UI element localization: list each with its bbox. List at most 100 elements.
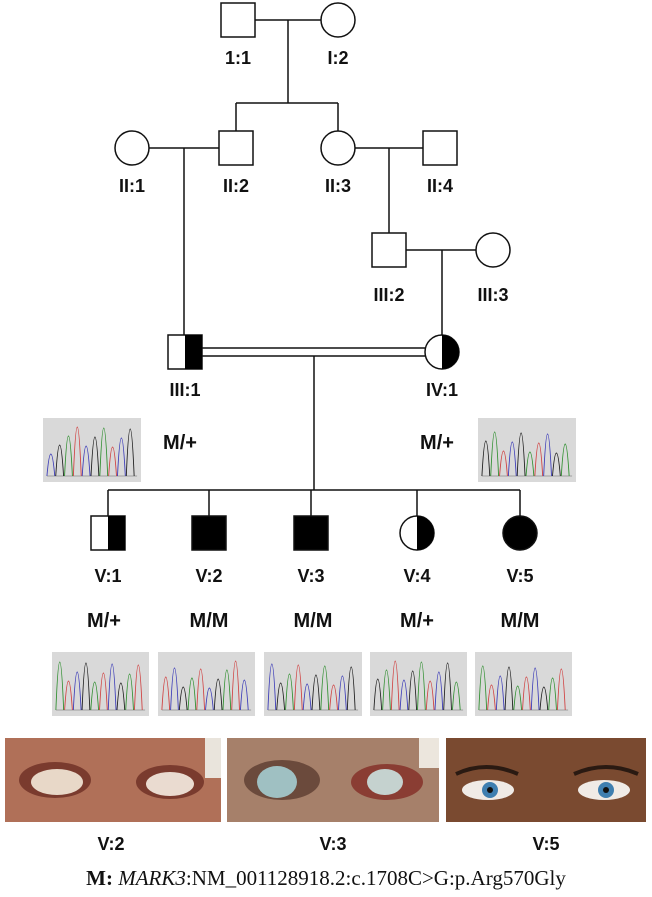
- chromatogram-peak: [99, 427, 109, 477]
- chromatogram-peak: [530, 667, 540, 711]
- chromatogram-III-1: [43, 418, 141, 482]
- individual-label-II-1: II:1: [118, 176, 146, 196]
- chromatogram-peak: [64, 680, 73, 711]
- chromatogram-peak: [72, 426, 82, 477]
- pedigree-symbol-II-3: [320, 130, 356, 166]
- chromatogram-peak: [293, 664, 303, 711]
- chromatogram-peak: [240, 679, 249, 711]
- chromatogram-trace: [478, 665, 569, 711]
- pedigree-symbol-IV-1-half-fill: [442, 335, 459, 369]
- chromatogram-peak: [539, 686, 549, 711]
- chromatogram-peak: [187, 677, 197, 711]
- genotype-V-4: M/+: [400, 610, 434, 632]
- chromatogram-peak: [329, 684, 338, 711]
- chromatogram-trace: [46, 426, 138, 477]
- chromatogram-peak: [205, 687, 214, 711]
- pedigree-symbol-II-4: [422, 130, 458, 166]
- chromatogram-peak: [516, 432, 526, 477]
- individual-label-V-1: V:1: [94, 566, 122, 586]
- genotype-V-2: M/M: [189, 610, 229, 632]
- chromatogram-peak: [81, 662, 91, 711]
- chromatogram-peak: [543, 433, 552, 477]
- caption-variant: :NM_001128918.2:c.1708C>G:p.Arg570Gly: [185, 866, 566, 890]
- chromatogram-peak: [116, 682, 126, 711]
- pedigree-symbol-I-1: [220, 2, 256, 38]
- genotype-V-5: M/M: [500, 610, 540, 632]
- chromatogram-peak: [425, 680, 435, 711]
- chromatogram-peak: [507, 441, 517, 477]
- caption-prefix: M:: [86, 866, 113, 890]
- chromatogram-peak: [525, 451, 535, 477]
- chromatogram-peak: [522, 676, 531, 711]
- individual-label-V-4: V:4: [403, 566, 431, 586]
- chromatogram-peak: [222, 669, 232, 711]
- chromatogram-peak: [487, 684, 496, 711]
- chromatogram-peak: [481, 440, 491, 477]
- individual-label-III-3: III:3: [477, 285, 509, 305]
- chromatogram-peak: [196, 668, 205, 711]
- pedigree-symbol-III-3: [475, 232, 511, 268]
- chromatogram-peak: [267, 663, 277, 711]
- pedigree-symbol-I-2: [320, 2, 356, 38]
- eye-photo-V-5: [446, 738, 646, 822]
- chromatogram-V-5: [475, 652, 572, 716]
- chromatogram-peak: [504, 666, 514, 711]
- chromatogram-peak: [213, 678, 223, 711]
- chromatogram-V-3: [264, 652, 362, 716]
- eye-photo-V-2: [5, 738, 221, 822]
- individual-label-II-4: II:4: [426, 176, 454, 196]
- chromatogram-peak: [125, 428, 135, 477]
- chromatogram-peak: [99, 672, 108, 711]
- individual-label-IV-1: IV:1: [425, 380, 459, 400]
- chromatogram-peak: [311, 674, 321, 711]
- caption-gene: MARK3: [118, 866, 186, 890]
- chromatogram-trace: [55, 661, 146, 711]
- genotype-IV-1: M/+: [420, 432, 454, 454]
- individual-label-II-3: II:3: [324, 176, 352, 196]
- pedigree-symbol-V-5: [502, 515, 538, 551]
- eye-photo-V-3: [227, 738, 439, 822]
- photo-label-V-3: V:3: [319, 834, 347, 854]
- chromatogram-peak: [117, 437, 126, 477]
- chromatogram-peak: [417, 661, 426, 711]
- chromatogram-peak: [46, 453, 56, 477]
- chromatogram-peak: [560, 443, 570, 477]
- pedigree-symbol-V-3: [293, 515, 329, 551]
- chromatogram-peak: [64, 435, 73, 477]
- chromatogram-IV-1: [478, 418, 576, 482]
- pedigree-symbol-V-2: [191, 515, 227, 551]
- photo-label-V-2: V:2: [97, 834, 125, 854]
- genotype-V-3: M/M: [293, 610, 333, 632]
- chromatogram-peak: [552, 452, 561, 477]
- chromatogram-V-2: [158, 652, 255, 716]
- chromatogram-peak: [81, 445, 91, 477]
- chromatogram-trace: [267, 663, 359, 711]
- chromatogram-peak: [399, 679, 409, 711]
- chromatogram-peak: [90, 681, 99, 711]
- chromatogram-peak: [107, 663, 117, 711]
- chromatogram-peak: [373, 678, 383, 711]
- chromatogram-peak: [338, 675, 347, 711]
- chromatogram-peak: [231, 660, 240, 711]
- chromatogram-peak: [55, 661, 65, 711]
- chromatogram-peak: [499, 450, 508, 477]
- individual-label-III-1: III:1: [169, 380, 201, 400]
- chromatogram-peak: [408, 670, 417, 711]
- pedigree-symbol-II-1: [114, 130, 150, 166]
- individual-label-V-5: V:5: [506, 566, 534, 586]
- individual-label-I-1: 1:1: [224, 48, 252, 68]
- pedigree-diagram: [90, 2, 538, 551]
- chromatogram-peak: [55, 444, 65, 477]
- chromatogram-peak: [490, 431, 500, 477]
- chromatogram-peak: [434, 671, 444, 711]
- chromatogram-peak: [346, 666, 356, 711]
- genotype-V-1: M/+: [87, 610, 121, 632]
- pedigree-symbol-V-1-half-fill: [108, 516, 125, 550]
- chromatogram-peak: [72, 671, 82, 711]
- chromatogram-peak: [108, 446, 117, 477]
- chromatogram-V-1: [52, 652, 149, 716]
- chromatogram-trace: [161, 660, 252, 711]
- chromatogram-peak: [161, 676, 171, 711]
- chromatogram-peak: [390, 660, 400, 711]
- pedigree-symbol-III-1-half-fill: [185, 335, 202, 369]
